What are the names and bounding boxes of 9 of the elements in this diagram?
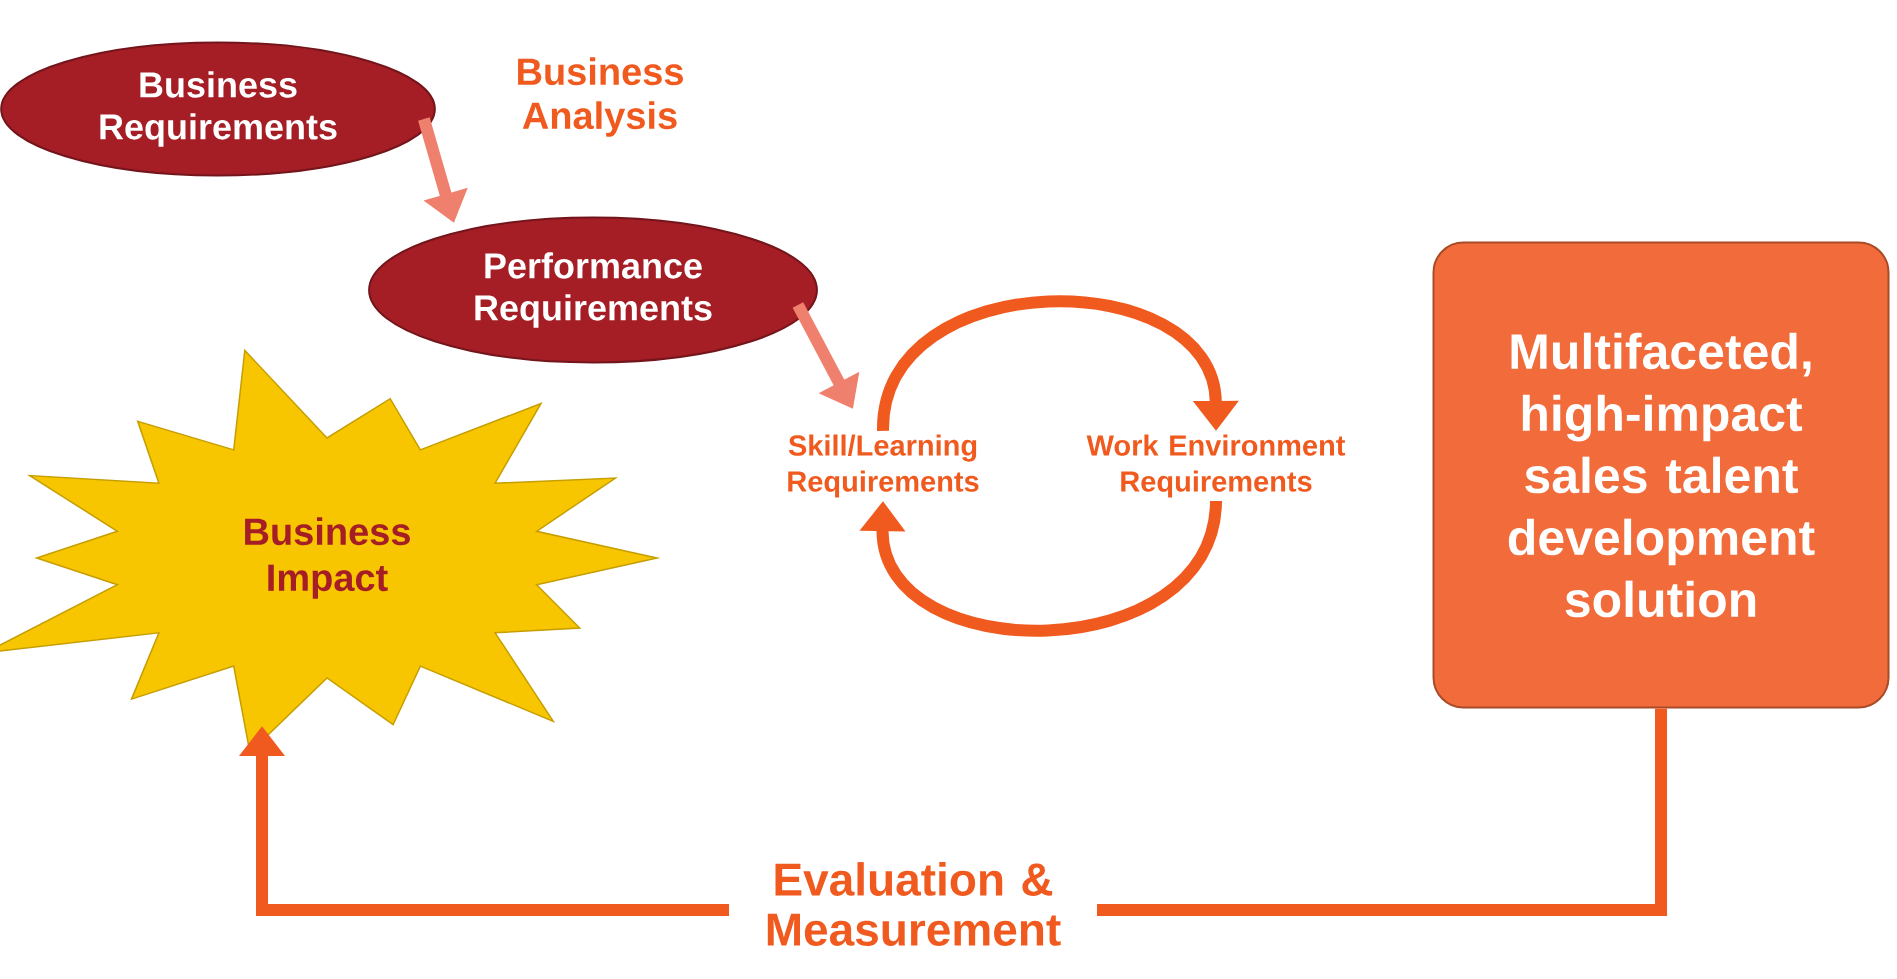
requirement-label: Skill/Learning Requirements [788,434,979,498]
edge-label: Evaluation & Measurement [729,858,1097,950]
heading-label: Business Analysis [518,57,683,137]
ellipse-node: Business Requirements [0,41,436,177]
solution-box: Multifaceted, high-impact sales talent development solution [1432,241,1890,709]
arrow [877,295,1239,432]
requirement-label: Work Environment Requirements [1086,434,1346,498]
arrow [859,500,1222,637]
ellipse-node: Performance Requirements [368,216,818,364]
